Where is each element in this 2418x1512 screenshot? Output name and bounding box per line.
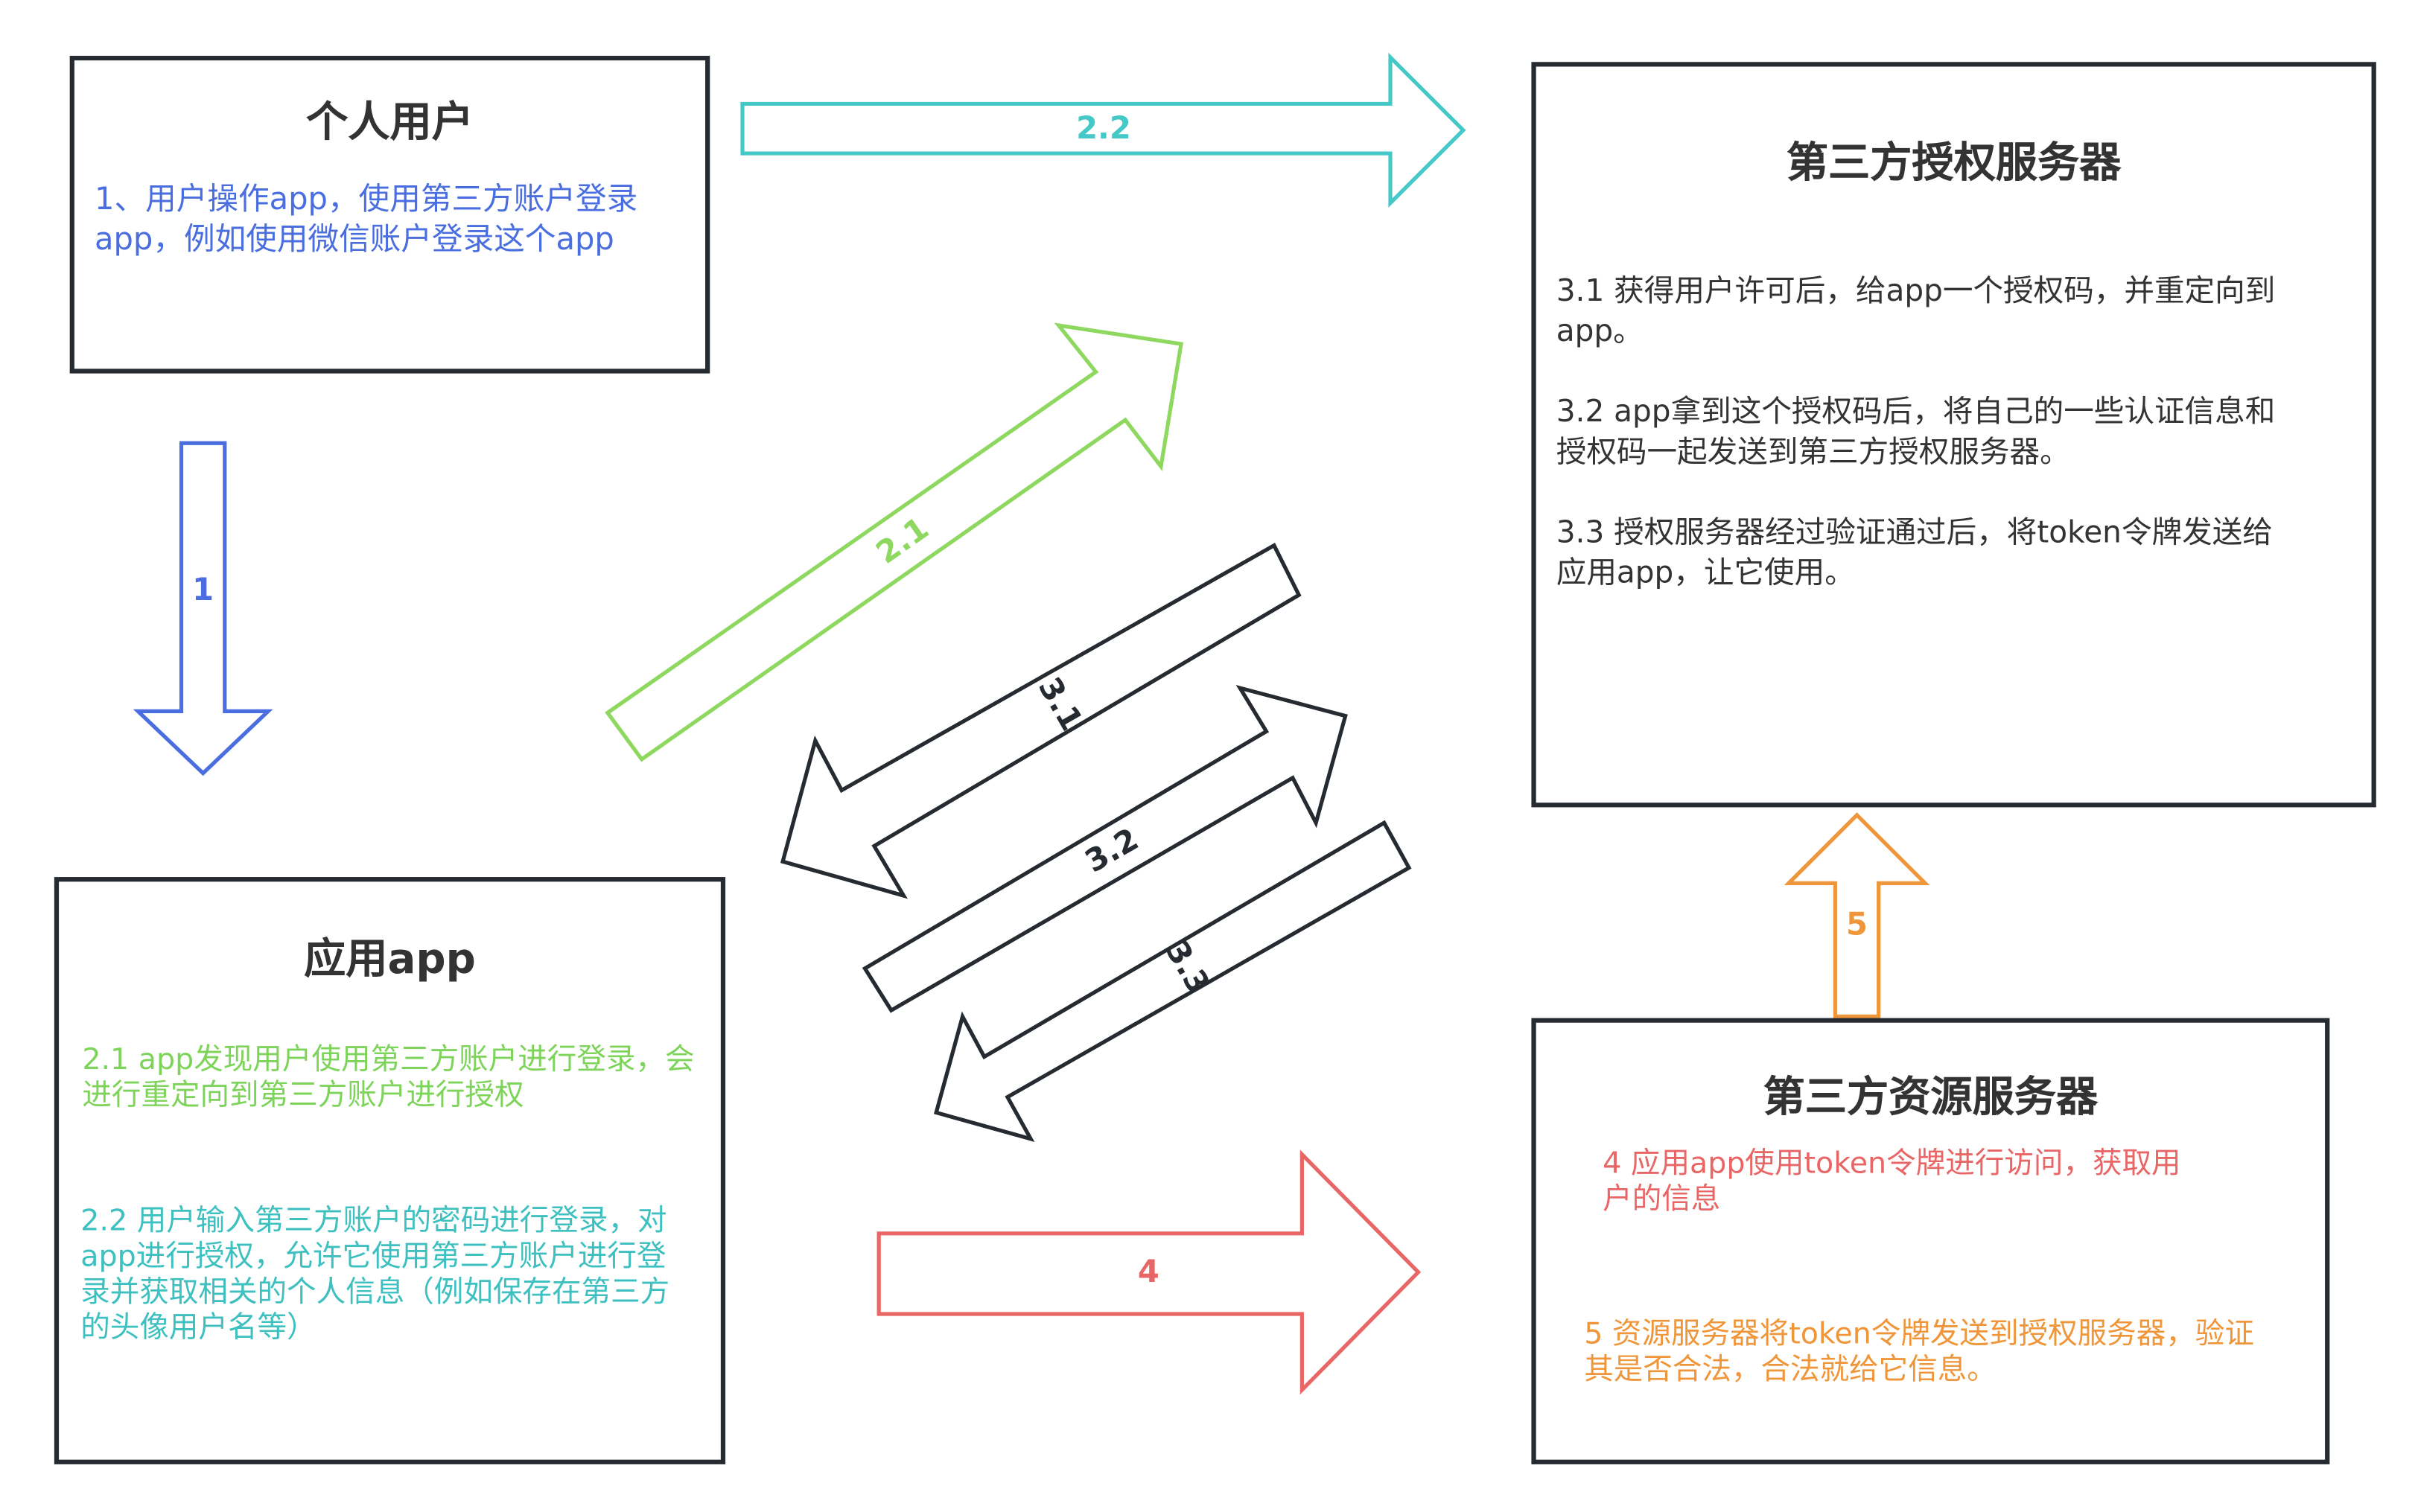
user-step-line: 1、用户操作app，使用第三方账户登录 xyxy=(94,179,638,217)
auth-step-3-2: 3.2 app拿到这个授权码后，将自己的一些认证信息和授权码一起发送到第三方授权… xyxy=(1556,392,2276,473)
user-box-title: 个人用户 xyxy=(306,99,474,147)
arrow-3-3: 3.3 xyxy=(933,820,1412,1143)
resource-server-title: 第三方资源服务器 xyxy=(1763,1074,2099,1122)
resource-step-4: 4 应用app使用token令牌进行访问，获取用 户的信息 xyxy=(1603,1146,2180,1218)
auth-step-3-1: 3.1 获得用户许可后，给app一个授权码，并重定向到 app。 xyxy=(1556,271,2276,351)
arrow-5-label: 5 xyxy=(1846,906,1868,942)
app-step-2-2: 2.2 用户输入第三方账户的密码进行登录，对 app进行授权，允许它使用第三方账… xyxy=(80,1204,669,1346)
text-line: 进行重定向到第三方账户进行授权 xyxy=(82,1078,524,1113)
auth-step-3-3: 3.3 授权服务器经过验证通过后，将token令牌发送给应用app，让它使用。 xyxy=(1556,513,2276,593)
auth-server-title: 第三方授权服务器 xyxy=(1786,139,2122,188)
text-line: app进行授权，允许它使用第三方账户进行登 xyxy=(80,1240,666,1274)
arrow-5: 5 xyxy=(1784,812,1930,1019)
text-line: 户的信息 xyxy=(1603,1182,1721,1216)
arrow-4: 4 xyxy=(876,1149,1422,1395)
app-box: 应用app 2.1 app发现用户使用第三方账户进行登录，会 进行重定向到第三方… xyxy=(54,877,726,1464)
app-box-title: 应用app xyxy=(304,936,476,984)
user-step-line: app，例如使用微信账户登录这个app xyxy=(94,220,614,258)
text-line: app。 xyxy=(1556,313,1644,349)
text-line: 录并获取相关的个人信息（例如保存在第三方 xyxy=(80,1275,670,1310)
text-line: 授权码一起发送到第三方授权服务器。 xyxy=(1556,433,2070,470)
resource-server-box: 第三方资源服务器 4 应用app使用token令牌进行访问，获取用 户的信息 5… xyxy=(1531,1018,2330,1464)
text-line: 2.2 用户输入第三方账户的密码进行登录，对 xyxy=(80,1204,667,1239)
text-line: 3.2 app拿到这个授权码后，将自己的一些认证信息和 xyxy=(1556,393,2276,430)
text-line: 5 资源服务器将token令牌发送到授权服务器，验证 xyxy=(1584,1317,2254,1351)
text-line: 的头像用户名等） xyxy=(80,1310,316,1345)
text-line: 2.1 app发现用户使用第三方账户进行登录，会 xyxy=(82,1042,695,1077)
text-line: 4 应用app使用token令牌进行访问，获取用 xyxy=(1603,1146,2181,1181)
resource-step-5: 5 资源服务器将token令牌发送到授权服务器，验证 其是否合法，合法就给它信息… xyxy=(1584,1317,2254,1388)
text-line: 其是否合法，合法就给它信息。 xyxy=(1584,1353,1997,1387)
arrow-3-2: 3.2 xyxy=(862,684,1348,1013)
user-box: 个人用户 1、用户操作app，使用第三方账户登录 app，例如使用微信账户登录这… xyxy=(69,55,710,374)
arrow-2-2-label: 2.2 xyxy=(1076,109,1131,146)
arrow-4-label: 4 xyxy=(1138,1253,1159,1289)
arrow-1-label: 1 xyxy=(192,571,214,607)
arrow-2-2: 2.2 xyxy=(740,52,1466,208)
text-line: 应用app，让它使用。 xyxy=(1556,555,1855,591)
arrow-2-1: 2.1 xyxy=(605,322,1184,762)
arrow-3-1: 3.1 xyxy=(780,543,1302,899)
text-line: 3.1 获得用户许可后，给app一个授权码，并重定向到 xyxy=(1556,272,2276,309)
app-step-2-1: 2.1 app发现用户使用第三方账户进行登录，会 进行重定向到第三方账户进行授权 xyxy=(82,1043,694,1114)
auth-server-box: 第三方授权服务器 3.1 获得用户许可后，给app一个授权码，并重定向到 app。… xyxy=(1531,62,2376,808)
text-line: 3.3 授权服务器经过验证通过后，将token令牌发送给 xyxy=(1556,514,2273,550)
arrow-1: 1 xyxy=(133,441,273,776)
